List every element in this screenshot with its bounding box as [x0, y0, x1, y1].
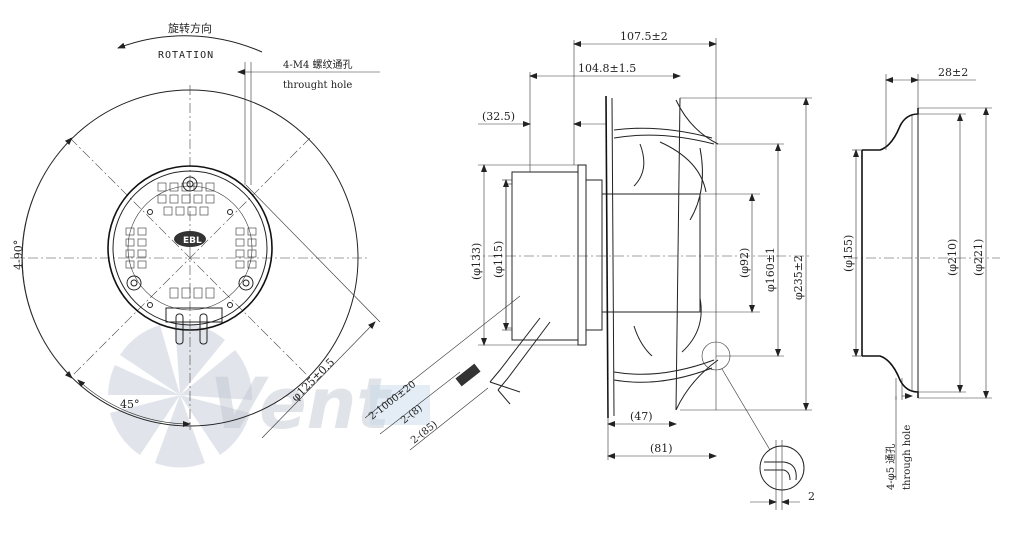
dim-d133: (φ133) [470, 243, 483, 280]
ring-hole-en: through hole [902, 425, 913, 490]
dim-len47: (47) [630, 410, 653, 423]
dim-d92: (φ92) [738, 248, 751, 278]
angle-45: 45° [120, 398, 140, 411]
side-view: 107.5±2 104.8±1.5 (32.5) (φ133) (φ115) (… [455, 30, 815, 510]
ring-depth: 28±2 [938, 66, 968, 79]
dim-len81: (81) [650, 442, 673, 455]
dim-body-width: 104.8±1.5 [578, 62, 636, 75]
dim-d235: φ235±2 [792, 255, 805, 300]
screw-hole-cn: 4-M4 螺纹通孔 [283, 58, 353, 71]
dim-d160: φ160±1 [764, 247, 777, 292]
inlet-ring-view: 28±2 (φ155) (φ210) (φ221) 4-φ5 通孔 throug… [842, 66, 1000, 490]
screw-hole-en: throught hole [283, 80, 352, 91]
ring-d155: (φ155) [842, 235, 855, 272]
ring-d210: (φ210) [946, 239, 959, 276]
svg-text:EBL: EBL [183, 236, 202, 246]
ring-d221: (φ221) [972, 239, 985, 276]
dim-detail-gap: 2 [808, 490, 815, 503]
rotation-en: ROTATION [158, 50, 214, 61]
watermark-text: Vent [210, 363, 392, 445]
watermark-logo: Vent [108, 322, 430, 468]
angle-4x90: 4-90° [12, 240, 25, 270]
dim-overall-width: 107.5±2 [620, 30, 668, 43]
ring-hole-cn: 4-φ5 通孔 [885, 444, 897, 490]
dim-motor-offset: (32.5) [482, 110, 515, 123]
rotation-cn: 旋转方向 [168, 21, 212, 35]
dim-d115: (φ115) [492, 241, 505, 278]
